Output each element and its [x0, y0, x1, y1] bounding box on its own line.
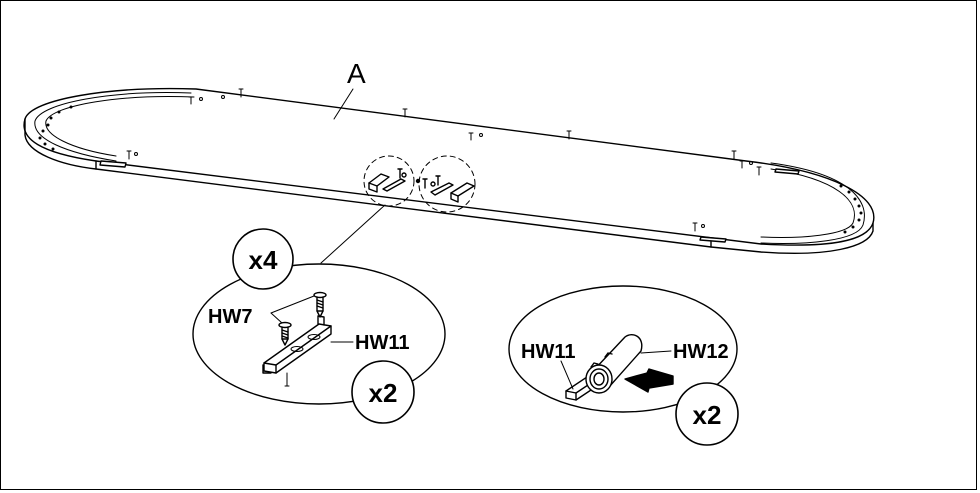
qty-x2-right-badge — [675, 382, 739, 446]
qty-x2-left-label: x2 — [369, 378, 398, 408]
hw12-label: HW12 — [673, 341, 729, 363]
bracket-screw-detail — [192, 263, 446, 405]
hw11-right-label: HW11 — [521, 341, 575, 363]
qty-x4-label: x4 — [249, 245, 278, 275]
hw7-label: HW7 — [208, 306, 252, 328]
hw11-left-label: HW11 — [355, 332, 409, 354]
table-top-a — [23, 87, 875, 254]
detail-callouts — [320, 155, 476, 264]
qty-x4-badge — [232, 228, 294, 290]
part-a-label: A — [347, 58, 366, 89]
magnet-detail — [508, 285, 738, 413]
qty-x2-left-badge — [351, 360, 415, 424]
qty-x2-right-label: x2 — [693, 400, 722, 430]
